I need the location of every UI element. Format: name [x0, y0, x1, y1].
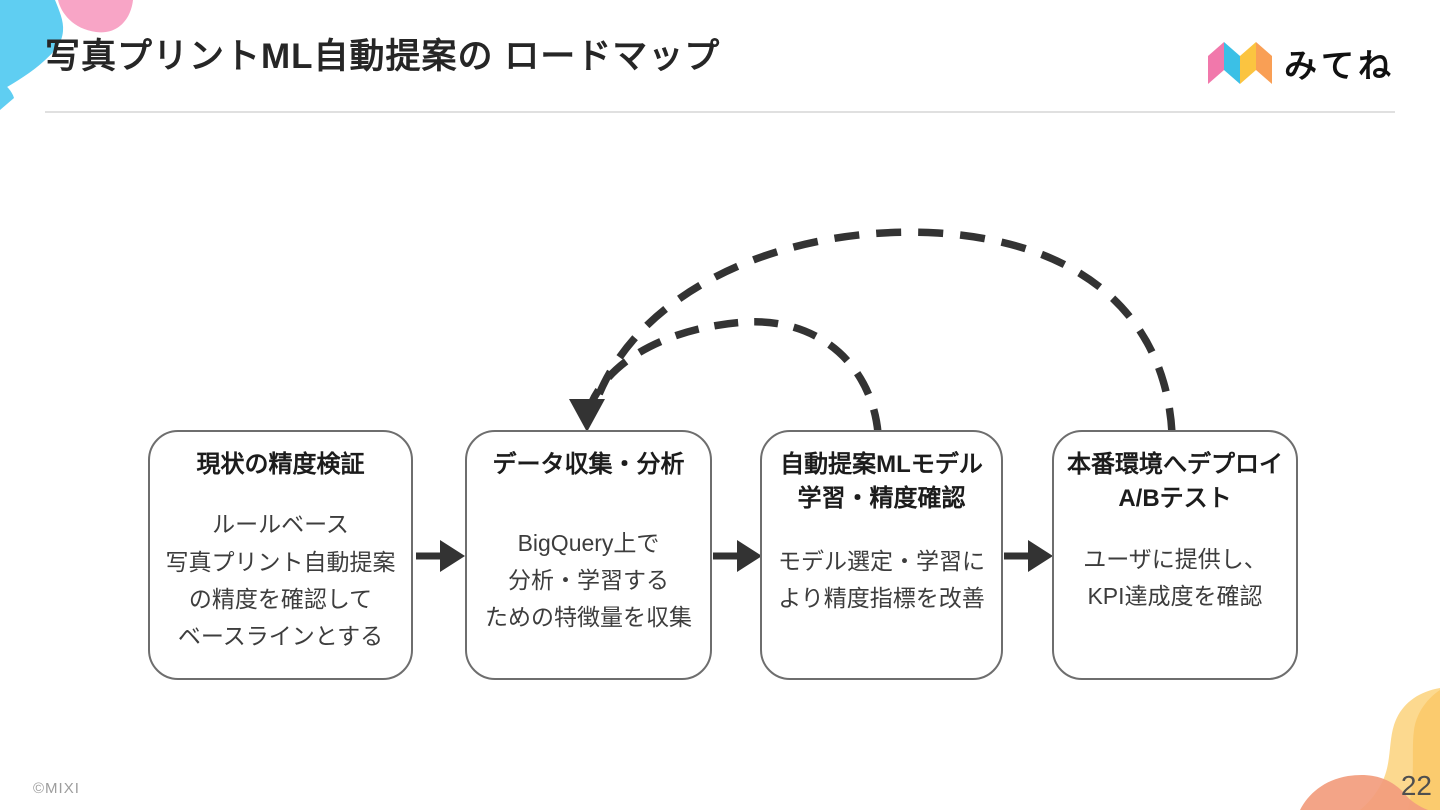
- header: 写真プリントML自動提案の ロードマップ みてね: [45, 36, 1395, 88]
- cyan-blob-fragment: [0, 81, 14, 110]
- step-body-line: ルールベース: [212, 511, 349, 538]
- mitene-logo-text: みてね: [1284, 47, 1395, 84]
- roadmap-step-2: データ収集・分析 BigQuery上で 分析・学習する ための特徴量を収集: [465, 430, 712, 680]
- copyright-text: ©MIXI: [33, 780, 80, 797]
- mitene-logo: みてね: [1208, 36, 1395, 88]
- roadmap-step-4: 本番環境へデプロイ A/Bテスト ユーザに提供し、 KPI達成度を確認: [1052, 430, 1298, 680]
- step-body-line: BigQuery上で: [517, 529, 660, 556]
- pink-blob: [58, 0, 133, 33]
- feedback-arrow-step4-to-step2: [592, 228, 1176, 434]
- mitene-folded-map-icon: [1208, 42, 1272, 84]
- step-description: ルールベース 写真プリント自動提案 の精度を確認して ベースラインとする: [150, 482, 411, 678]
- step-body-line: ための特徴量を収集: [485, 604, 692, 631]
- step-description: BigQuery上で 分析・学習する ための特徴量を収集: [467, 482, 710, 678]
- step-body-line: KPI達成度を確認: [1087, 583, 1263, 610]
- step-body-line: 写真プリント自動提案: [165, 548, 396, 575]
- step-body-line: の精度を確認して: [188, 585, 373, 612]
- step-title-line: 学習・精度確認: [797, 484, 966, 512]
- title-divider: [45, 111, 1395, 113]
- step-title-line: 自動提案MLモデル: [780, 451, 983, 478]
- step-body-line: ベースラインとする: [177, 623, 384, 650]
- step-title: 現状の精度検証: [150, 432, 411, 482]
- step-body-line: 分析・学習する: [508, 567, 669, 594]
- step-title-line: A/Bテスト: [1118, 484, 1232, 512]
- step-title: 本番環境へデプロイ A/Bテスト: [1054, 432, 1296, 515]
- step-description: モデル選定・学習に より精度指標を改善: [762, 515, 1001, 678]
- roadmap-step-3: 自動提案MLモデル 学習・精度確認 モデル選定・学習に より精度指標を改善: [760, 430, 1003, 680]
- step-body-line: より精度指標を改善: [778, 585, 985, 612]
- step-title: データ収集・分析: [467, 432, 710, 482]
- step-body-line: モデル選定・学習に: [778, 548, 985, 575]
- roadmap-step-1: 現状の精度検証 ルールベース 写真プリント自動提案 の精度を確認して ベースライ…: [148, 430, 413, 680]
- feedback-arrowhead: [569, 399, 605, 432]
- step-body-line: ユーザに提供し、: [1083, 546, 1267, 573]
- step-title: 自動提案MLモデル 学習・精度確認: [762, 432, 1001, 515]
- step-description: ユーザに提供し、 KPI達成度を確認: [1054, 515, 1296, 678]
- step-title-line: データ収集・分析: [492, 451, 685, 478]
- page-number: 22: [1400, 770, 1432, 801]
- feedback-arrow-step3-to-step2: [587, 318, 882, 434]
- page-title: 写真プリントML自動提案の ロードマップ: [45, 37, 721, 76]
- step-title-line: 現状の精度検証: [196, 451, 365, 478]
- step-title-line: 本番環境へデプロイ: [1067, 451, 1283, 478]
